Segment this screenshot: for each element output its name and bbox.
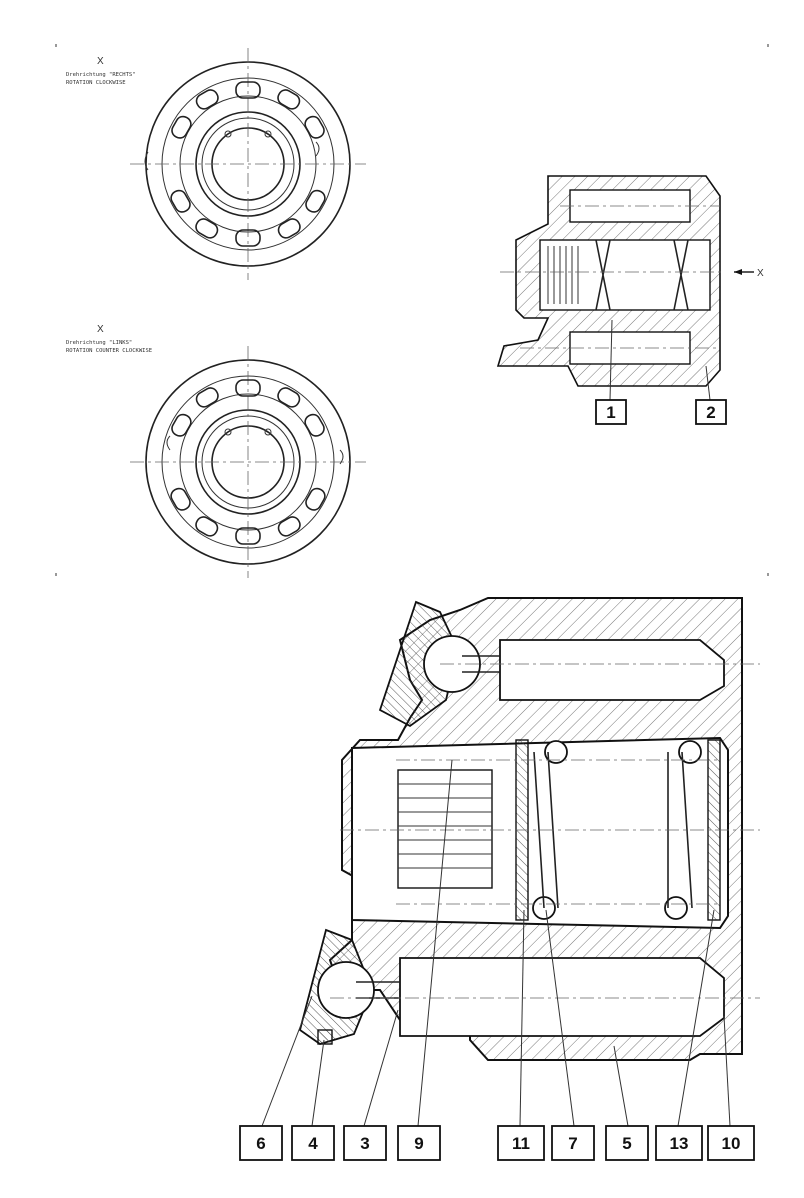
section-view-small: X — [496, 175, 764, 387]
callout-6: 6 — [239, 1125, 283, 1161]
rotation-text-de-top: Drehrichtung "RECHTS" — [66, 72, 136, 78]
svg-text:3: 3 — [360, 1134, 369, 1153]
callout-11: 11 — [497, 1125, 545, 1161]
sheet-corner-marks — [55, 44, 769, 576]
end-view-clockwise: X Drehrichtung "RECHTS" ROTATION CLOCKWI… — [66, 48, 366, 280]
callout-1: 1 — [595, 399, 627, 425]
leader-lines — [261, 319, 731, 1127]
svg-text:9: 9 — [414, 1134, 423, 1153]
callout-10: 10 — [707, 1125, 755, 1161]
callout-7: 7 — [551, 1125, 595, 1161]
cylinder-face-bottom — [130, 346, 366, 578]
rotation-text-de-bottom: Drehrichtung "LINKS" — [66, 340, 132, 346]
callout-5: 5 — [605, 1125, 649, 1161]
callout-9: 9 — [397, 1125, 441, 1161]
view-arrow-x: X — [734, 268, 764, 279]
svg-text:X: X — [757, 268, 764, 279]
svg-text:10: 10 — [722, 1134, 741, 1153]
svg-text:4: 4 — [308, 1134, 318, 1153]
svg-text:1: 1 — [606, 403, 615, 422]
callout-3: 3 — [343, 1125, 387, 1161]
callout-13: 13 — [655, 1125, 703, 1161]
svg-text:2: 2 — [706, 403, 715, 422]
end-view-counter-clockwise: X Drehrichtung "LINKS" ROTATION COUNTER … — [66, 324, 366, 578]
section-view-large — [298, 597, 760, 1061]
callout-4: 4 — [291, 1125, 335, 1161]
svg-text:13: 13 — [670, 1134, 689, 1153]
svg-text:7: 7 — [568, 1134, 577, 1153]
svg-text:6: 6 — [256, 1134, 265, 1153]
callout-2: 2 — [695, 399, 727, 425]
rotation-text-en-top: ROTATION CLOCKWISE — [66, 80, 126, 86]
view-letter-top: X — [97, 56, 104, 67]
cylinder-face-top — [130, 48, 366, 280]
svg-text:11: 11 — [512, 1134, 530, 1153]
view-letter-bottom: X — [97, 324, 104, 335]
svg-text:5: 5 — [622, 1134, 631, 1153]
rotation-text-en-bottom: ROTATION COUNTER CLOCKWISE — [66, 348, 152, 354]
